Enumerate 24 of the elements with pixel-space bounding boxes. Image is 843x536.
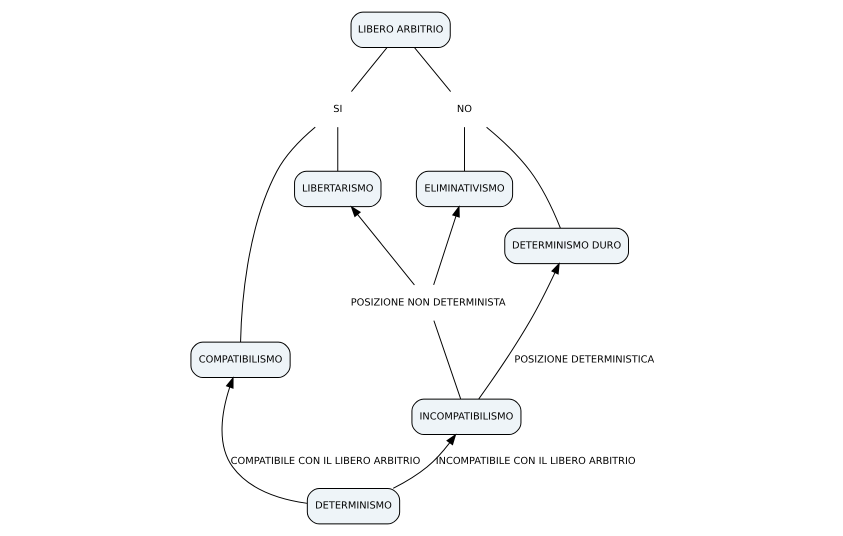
node-text: NO [456,104,472,115]
connector [413,47,451,92]
node-box: DETERMINISMO [306,488,400,524]
connector [350,47,388,92]
edge-label: INCOMPATIBILE CON IL LIBERO ARBITRIO [435,456,636,467]
node-box: COMPATIBILISMO [190,342,290,378]
node-text: SI [332,104,342,115]
connector [336,126,338,172]
node-box: LIBERTARISMO [294,170,381,208]
node-box: DETERMINISMO DURO [504,228,628,264]
edge-label: POSIZIONE DETERMINISTICA [514,354,654,366]
arrow [350,206,414,286]
arrow [432,205,460,286]
node-box: ELIMINATIVISMO [415,170,513,208]
arrow [478,262,560,400]
node-box: INCOMPATIBILISMO [410,398,521,435]
arrow [221,376,308,504]
arrow [392,434,456,489]
connector [240,126,316,342]
connector [432,320,461,400]
edge-label: COMPATIBILE CON IL LIBERO ARBITRIO [230,456,420,467]
node-box: LIBERO ARBITRIO [350,12,450,48]
node-text: POSIZIONE NON DETERMINISTA [350,297,506,308]
connector [486,126,560,229]
